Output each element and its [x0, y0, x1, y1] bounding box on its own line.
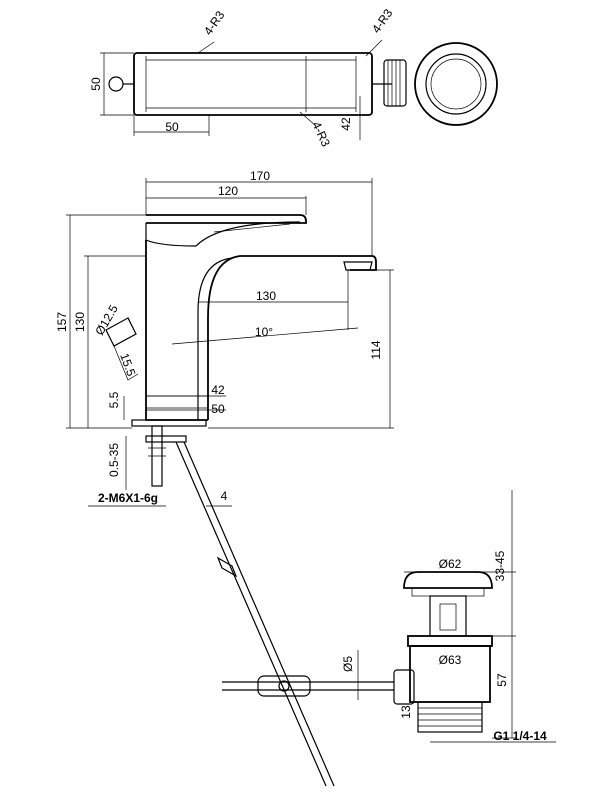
dim-rod-diameter-label: Ø5 — [341, 656, 355, 672]
faucet-body-top-outline — [133, 52, 373, 116]
waste-thread — [417, 701, 483, 733]
waste-cap-inner — [425, 53, 487, 115]
waste-view: Ø62 33-45 Ø63 57 Ø5 13 G1 1/4-14 — [222, 490, 556, 743]
dim-base-gap-label: 5.5 — [107, 391, 121, 408]
mounting-washer — [145, 435, 187, 443]
hose-inlet — [105, 317, 137, 347]
pop-up-rod — [175, 441, 327, 787]
handle-knob-outline — [108, 76, 124, 92]
dim-side-label: 13 — [399, 705, 413, 719]
waste-cap-outer — [414, 42, 498, 126]
faucet-body-outline — [145, 240, 208, 421]
rod-clip — [257, 675, 311, 697]
radius-bottom-label: 4-R3 — [309, 119, 333, 149]
dim-total-length-label: 170 — [250, 169, 270, 183]
rod-joint — [216, 556, 238, 578]
dim-outlet-height-label: 114 — [369, 340, 383, 359]
dim-thickness-label: 0.5-35 — [107, 443, 121, 477]
radius-top-left-label: 4-R3 — [201, 8, 228, 38]
dim-width-label: 50 — [165, 120, 179, 134]
radius-top-right-label: 4-R3 — [369, 6, 396, 36]
side-view: 170 120 130 10° 157 130 114 Ø12.5 15.5 5… — [55, 169, 394, 787]
top-view: 50 50 42 4-R3 4-R3 4-R3 — [89, 6, 498, 149]
base-plate — [131, 419, 207, 427]
dim-body-height-label: 130 — [73, 312, 87, 332]
dim-hose-diameter-label: Ø12.5 — [92, 302, 121, 338]
dim-thread-label: 2-M6X1-6g — [98, 491, 158, 505]
waste-cap — [403, 571, 493, 589]
dim-hose-offset-label: 15.5 — [117, 351, 138, 378]
dim-rod-label: 4 — [221, 489, 228, 503]
dim-thread-label: G1 1/4-14 — [493, 729, 547, 743]
dim-depth-label: 42 — [339, 117, 353, 131]
dim-height-label: 50 — [89, 77, 103, 91]
dim-handle-length-label: 120 — [218, 184, 238, 198]
connector-nut — [383, 59, 407, 107]
dim-base-42-label: 42 — [211, 383, 225, 397]
waste-side-nut — [393, 669, 415, 705]
waste-flange — [407, 635, 493, 647]
dim-cap-diameter-label: Ø62 — [439, 557, 462, 571]
dim-body-height-label: 57 — [495, 673, 509, 687]
dim-base-50-label: 50 — [211, 402, 225, 416]
dim-total-height-label: 157 — [55, 312, 69, 332]
dim-flange-diameter-label: Ø63 — [439, 653, 462, 667]
handle-outline — [146, 214, 307, 224]
dim-spout-reach-label: 130 — [256, 289, 276, 303]
dim-cap-height-label: 33-45 — [493, 550, 507, 581]
dim-angle-label: 10° — [255, 325, 273, 339]
